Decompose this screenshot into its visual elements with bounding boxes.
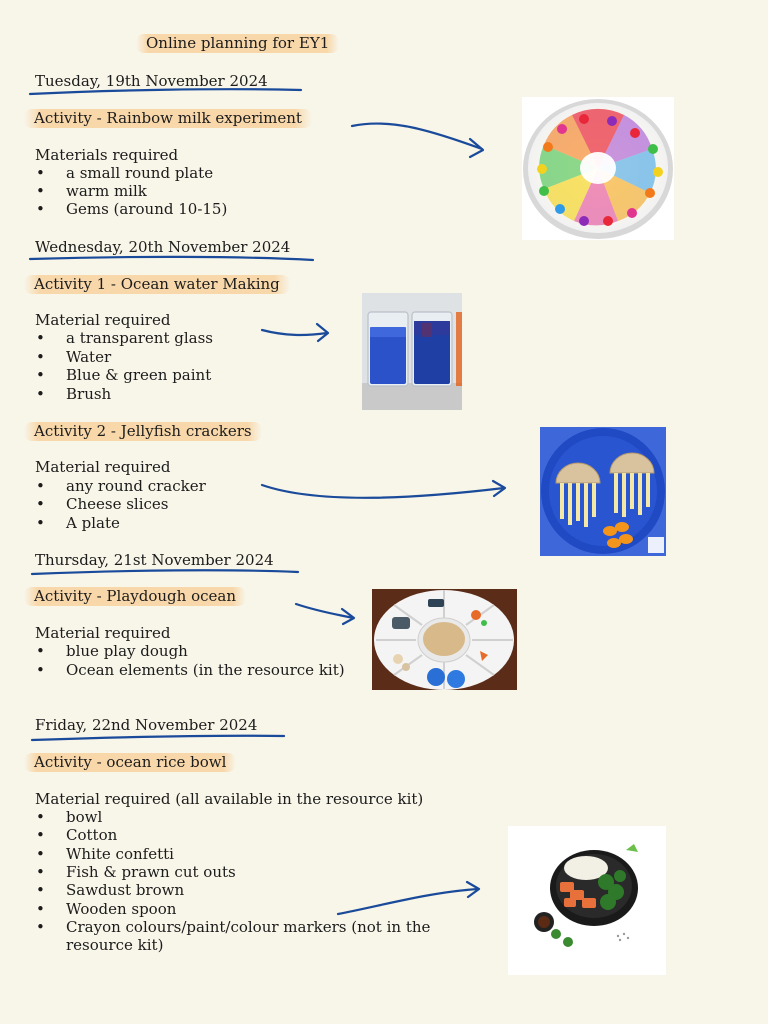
list-item: A plate	[66, 514, 120, 532]
day-heading-friday: Friday, 22nd November 2024	[35, 716, 258, 734]
bullet: •	[36, 918, 45, 936]
activity-title-jellyfish: Activity 2 - Jellyfish crackers	[24, 422, 262, 441]
activity-title-ocean-water: Activity 1 - Ocean water Making	[24, 275, 290, 294]
list-item: bowl	[66, 808, 103, 826]
list-item: Brush	[66, 385, 112, 403]
page-title: Online planning for EY1	[136, 34, 340, 53]
materials-label-ocean-water: Material required	[35, 311, 171, 329]
list-item: any round cracker	[66, 477, 206, 495]
list-item: Sawdust brown	[66, 881, 185, 899]
list-item: Cotton	[66, 826, 118, 844]
arrow-jellyfish	[260, 483, 506, 499]
bullet: •	[36, 329, 45, 347]
ocean-rice-bowl-photo	[508, 826, 666, 975]
list-item-continuation: resource kit)	[66, 936, 164, 954]
activity-title-rainbow: Activity - Rainbow milk experiment	[24, 109, 312, 128]
activity-title-playdough: Activity - Playdough ocean	[24, 587, 246, 606]
list-item: Cheese slices	[66, 495, 169, 513]
list-item: blue play dough	[66, 642, 188, 660]
bullet: •	[36, 514, 45, 532]
bullet: •	[36, 200, 45, 218]
materials-label-playdough: Material required	[35, 624, 171, 642]
underline-thursday	[30, 569, 300, 576]
playdough-ocean-photo	[372, 589, 517, 690]
bullet: •	[36, 863, 45, 881]
underline-friday	[30, 734, 286, 742]
bullet: •	[36, 477, 45, 495]
ocean-water-glasses-photo	[362, 293, 462, 410]
bullet: •	[36, 164, 45, 182]
bullet: •	[36, 826, 45, 844]
arrow-rainbow	[350, 122, 484, 151]
bullet: •	[36, 845, 45, 863]
list-item: a transparent glass	[66, 329, 213, 347]
jellyfish-crackers-photo	[540, 427, 666, 556]
bullet: •	[36, 385, 45, 403]
bullet: •	[36, 881, 45, 899]
bullet: •	[36, 808, 45, 826]
list-item: Wooden spoon	[66, 900, 177, 918]
materials-label-rice-bowl: Material required (all available in the …	[35, 790, 424, 808]
rainbow-milk-photo	[522, 97, 674, 240]
list-item: warm milk	[66, 182, 147, 200]
arrow-rice-bowl	[336, 887, 480, 916]
materials-label-rainbow: Materials required	[35, 146, 179, 164]
list-item: a small round plate	[66, 164, 214, 182]
list-item: Ocean elements (in the resource kit)	[66, 661, 345, 679]
bullet: •	[36, 661, 45, 679]
bullet: •	[36, 495, 45, 513]
list-item: White confetti	[66, 845, 174, 863]
list-item: Crayon colours/paint/colour markers (not…	[66, 918, 431, 936]
bullet: •	[36, 366, 45, 384]
list-item: Water	[66, 348, 112, 366]
activity-title-rice-bowl: Activity - ocean rice bowl	[24, 753, 237, 772]
arrow-playdough	[294, 602, 355, 620]
day-heading-thursday: Thursday, 21st November 2024	[35, 551, 274, 569]
underline-wednesday	[28, 255, 315, 262]
list-item: Fish & prawn cut outs	[66, 863, 236, 881]
day-heading-wednesday: Wednesday, 20th November 2024	[35, 238, 291, 256]
day-heading-tuesday: Tuesday, 19th November 2024	[35, 72, 268, 90]
materials-label-jellyfish: Material required	[35, 458, 171, 476]
bullet: •	[36, 642, 45, 660]
bullet: •	[36, 900, 45, 918]
bullet: •	[36, 348, 45, 366]
bullet: •	[36, 182, 45, 200]
list-item: Blue & green paint	[66, 366, 212, 384]
arrow-ocean-water	[260, 328, 329, 337]
list-item: Gems (around 10-15)	[66, 200, 228, 218]
